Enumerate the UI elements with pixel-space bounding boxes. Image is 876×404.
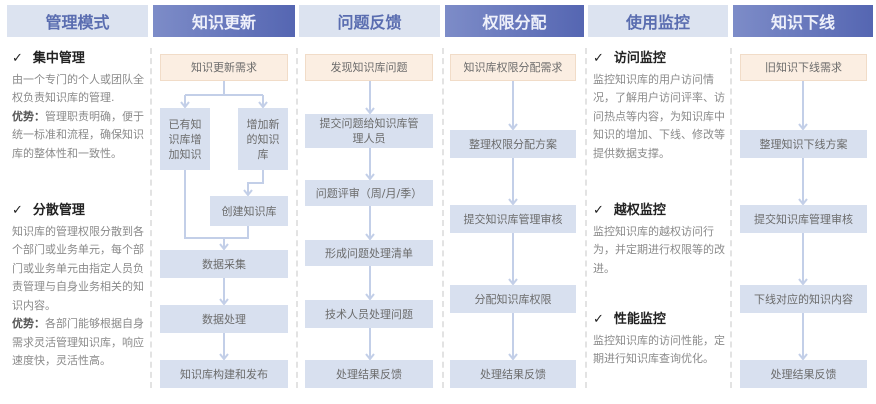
- update-step-box: 数据处理: [160, 305, 288, 333]
- feedback-step-box: 问题评审（周/月/季）: [305, 180, 433, 206]
- update-step-box: 数据采集: [160, 250, 288, 278]
- privilege-monitoring: ✓ 越权监控 监控知识库的越权访问行为，并定期进行权限等的改进。: [593, 202, 728, 278]
- monitor-title: 访问监控: [613, 51, 666, 66]
- header-offline: 知识下线: [733, 5, 873, 37]
- permission-step-box: 整理权限分配方案: [450, 130, 576, 158]
- divider: [296, 48, 298, 388]
- feedback-step-box: 处理结果反馈: [305, 360, 433, 388]
- permission-start-box: 知识库权限分配需求: [450, 54, 576, 81]
- feedback-step-box: 形成问题处理清单: [305, 240, 433, 266]
- monitor-desc: 监控知识库的用户访问情况，了解用户访问评率、访问热点等内容，为知识库中知识的增加…: [593, 72, 725, 160]
- monitor-desc: 监控知识库的访问性能，定期进行知识库查询优化。: [593, 333, 725, 366]
- divider: [730, 48, 732, 388]
- divider: [585, 48, 587, 388]
- monitor-title: 越权监控: [613, 203, 666, 218]
- distributed-title: 分散管理: [32, 203, 85, 218]
- check-icon: ✓: [12, 203, 23, 218]
- permission-step-box: 提交知识库管理审核: [450, 205, 576, 233]
- divider: [150, 48, 152, 388]
- check-icon: ✓: [593, 203, 604, 218]
- permission-step-box: 处理结果反馈: [450, 360, 576, 388]
- update-create-box: 创建知识库: [210, 196, 288, 226]
- offline-start-box: 旧知识下线需求: [740, 54, 867, 81]
- access-monitoring: ✓ 访问监控 监控知识库的用户访问情况，了解用户访问评率、访问热点等内容，为知识库…: [593, 50, 728, 163]
- update-new-box: 增加新的知识库: [238, 108, 288, 170]
- permission-step-box: 分配知识库权限: [450, 285, 576, 313]
- distributed-adv: 各部门能够根据自身需求灵活管理知识库，响应速度快，灵活性高。: [12, 317, 144, 367]
- check-icon: ✓: [593, 312, 604, 327]
- header-issue-feedback: 问题反馈: [299, 5, 440, 37]
- check-icon: ✓: [12, 51, 23, 66]
- offline-step-box: 提交知识库管理审核: [740, 205, 867, 233]
- distributed-management: ✓ 分散管理 知识库的管理权限分散到各个部门或业务单元，每个部门或业务单元由指定人…: [12, 202, 150, 371]
- divider: [442, 48, 444, 388]
- central-title: 集中管理: [32, 51, 85, 66]
- update-start-box: 知识更新需求: [160, 54, 288, 81]
- monitor-title: 性能监控: [613, 312, 666, 327]
- central-management: ✓ 集中管理 由一个专门的个人或团队全权负责知识库的管理. 优势：管理职责明确，便…: [12, 50, 150, 163]
- update-existing-box: 已有知识库增加知识: [160, 108, 210, 170]
- performance-monitoring: ✓ 性能监控 监控知识库的访问性能，定期进行知识库查询优化。: [593, 311, 728, 369]
- feedback-step-box: 技术人员处理问题: [305, 300, 433, 328]
- check-icon: ✓: [593, 51, 604, 66]
- adv-label: 优势：: [12, 317, 45, 330]
- feedback-start-box: 发现知识库问题: [305, 54, 433, 81]
- feedback-step-box: 提交问题给知识库管理人员: [305, 114, 433, 148]
- offline-step-box: 下线对应的知识内容: [740, 285, 867, 313]
- update-step-box: 知识库构建和发布: [160, 360, 288, 388]
- header-monitoring: 使用监控: [588, 5, 728, 37]
- offline-step-box: 整理知识下线方案: [740, 130, 867, 158]
- distributed-desc: 知识库的管理权限分散到各个部门或业务单元，每个部门或业务单元由指定人员负责管理与…: [12, 224, 144, 312]
- header-knowledge-update: 知识更新: [153, 5, 295, 37]
- central-desc: 由一个专门的个人或团队全权负责知识库的管理.: [12, 72, 144, 105]
- monitor-desc: 监控知识库的越权访问行为，并定期进行权限等的改进。: [593, 224, 725, 275]
- offline-step-box: 处理结果反馈: [740, 360, 867, 388]
- central-adv: 管理职责明确，便于统一标准和流程，确保知识库的整体性和一致性。: [12, 109, 144, 160]
- header-permission: 权限分配: [445, 5, 584, 37]
- adv-label: 优势：: [12, 109, 45, 123]
- header-management-mode: 管理模式: [7, 5, 148, 37]
